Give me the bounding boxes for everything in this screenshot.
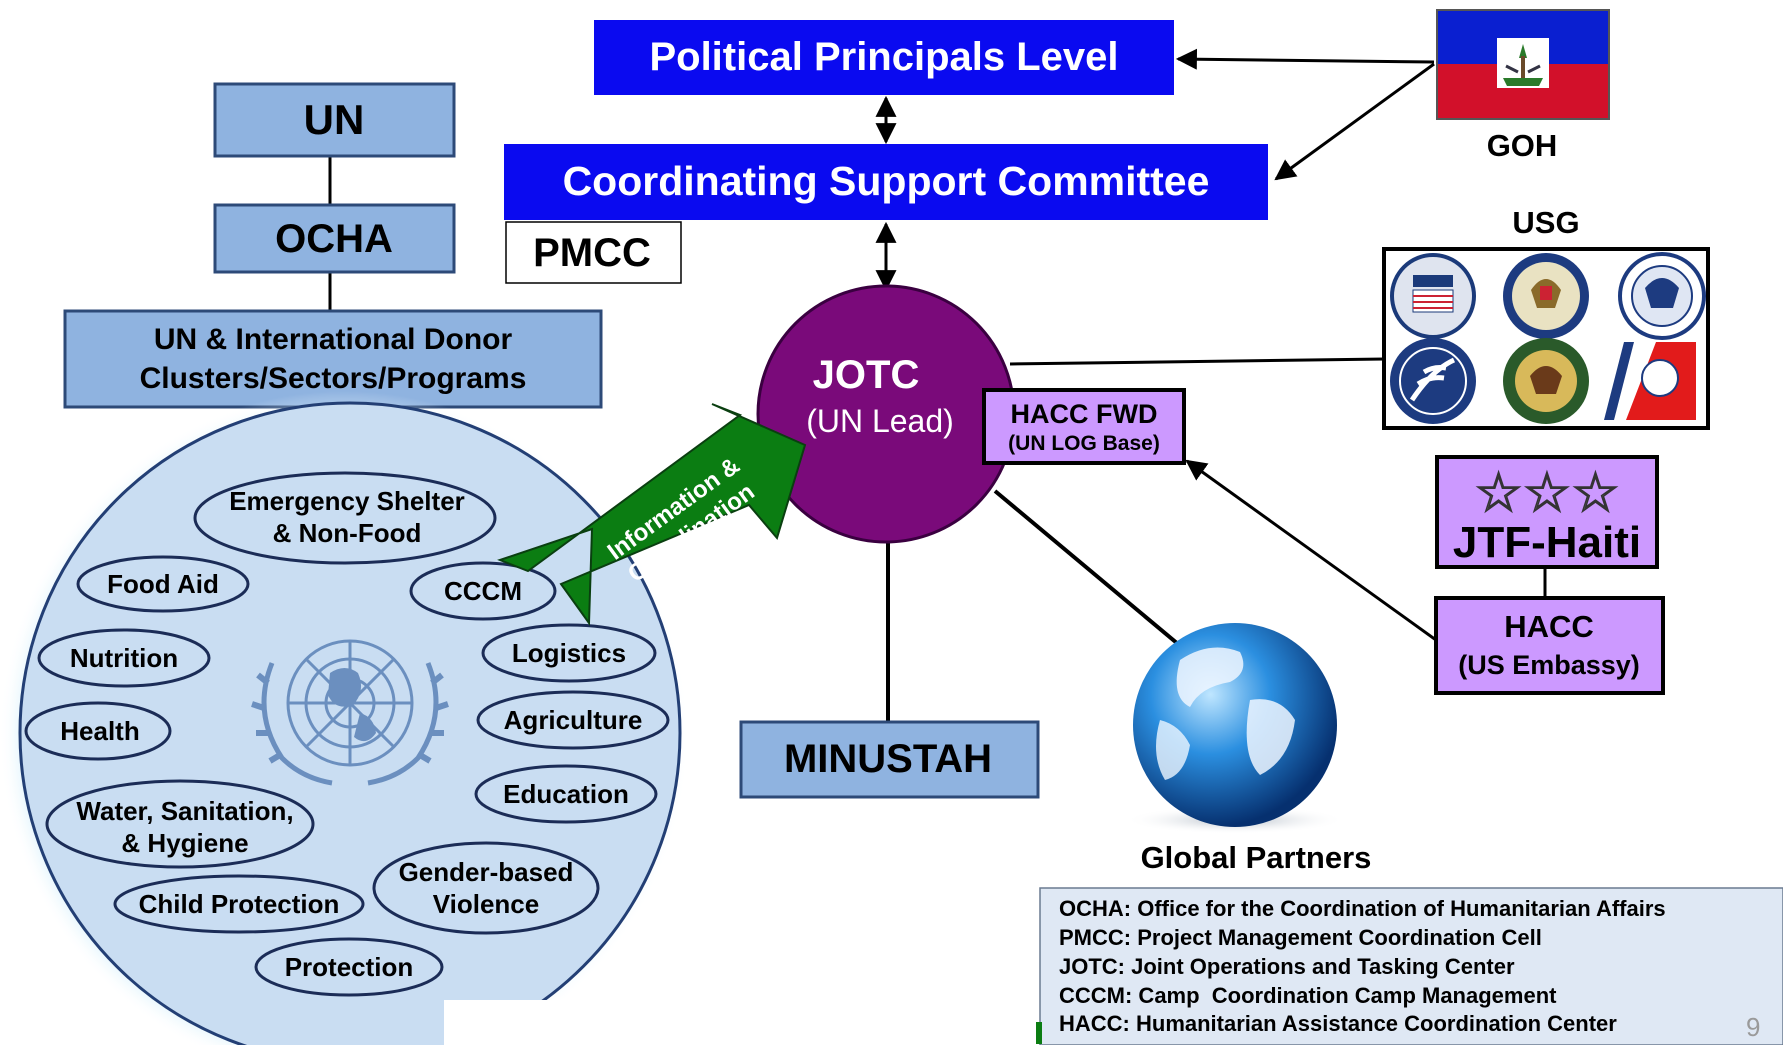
coordinating-support-box (504, 144, 1268, 220)
minustah-label: MINUSTAH (784, 737, 992, 781)
cluster-wash-line1: Water, Sanitation, (76, 796, 293, 826)
cluster-protection-label: Protection (285, 952, 414, 982)
cluster-wash-line2: & Hygiene (121, 828, 248, 858)
cluster-logistics-label: Logistics (512, 638, 626, 668)
legend-item-ocha: OCHA: Office for the Coordination of Hum… (1059, 896, 1666, 921)
hacc-fwd-title: HACC FWD (1011, 399, 1158, 429)
cluster-nutrition (37, 628, 211, 688)
jotc-title: JOTC (813, 353, 920, 397)
dhs-seal-icon (1618, 252, 1706, 340)
hacc-fwd-box (982, 388, 1186, 465)
cluster-child-protection (113, 874, 365, 934)
goh-csc-arrow (1274, 62, 1435, 181)
page-number: 9 (1746, 1012, 1760, 1042)
cluster-agriculture (476, 690, 670, 750)
white-cover-bottom (444, 1000, 884, 1045)
legend-item-jotc: JOTC: Joint Operations and Tasking Cente… (1059, 954, 1515, 979)
pmcc-label: PMCC (533, 231, 651, 275)
jotc-usg-line (1009, 357, 1386, 366)
cluster-logistics (481, 623, 657, 683)
cluster-nutrition-label: Nutrition (70, 643, 178, 673)
ocha-label: OCHA (275, 217, 393, 261)
coordinating-support-label: Coordinating Support Committee (563, 158, 1210, 204)
donor-box (63, 309, 603, 409)
legend-green-tick (1036, 1022, 1042, 1044)
dod-seal-icon (1503, 338, 1589, 424)
jotc-sub: (UN Lead) (806, 403, 954, 439)
cluster-gbv (372, 841, 600, 935)
cluster-cccm (409, 561, 557, 621)
cluster-food-aid (76, 555, 250, 613)
cluster-protection (254, 937, 444, 997)
hacc-title: HACC (1504, 609, 1594, 644)
jtf-haiti-box (1435, 455, 1659, 569)
political-principals-label: Political Principals Level (649, 35, 1118, 79)
cluster-gbv-line2: Violence (433, 889, 539, 919)
un-label: UN (304, 96, 365, 143)
hacc-box (1434, 596, 1665, 695)
usaid-seal-icon (1390, 253, 1476, 339)
goh-political-arrow (1175, 48, 1435, 70)
cluster-shelter-line1: Emergency Shelter (229, 486, 465, 516)
jotc-global-line (993, 489, 1180, 646)
cluster-cccm-label: CCCM (444, 576, 522, 606)
goh-label: GOH (1487, 128, 1558, 163)
legend-box (1039, 887, 1783, 1045)
cluster-child-protection-label: Child Protection (139, 889, 340, 919)
cluster-shelter (193, 471, 497, 565)
usg-label: USG (1512, 205, 1579, 240)
globe-icon (1125, 623, 1345, 834)
state-dept-seal-icon (1503, 253, 1589, 339)
donor-label-line2: Clusters/Sectors/Programs (140, 362, 527, 395)
legend-item-cccm: CCCM: Camp Coordination Camp Management (1059, 983, 1557, 1008)
coast-guard-icon (1604, 342, 1696, 420)
cluster-gbv-line1: Gender-based (399, 857, 574, 887)
cluster-shelter-line2: & Non-Food (273, 518, 422, 548)
cluster-wash (45, 779, 315, 869)
cluster-health-label: Health (60, 716, 139, 746)
hacc-fwd-sub: (UN LOG Base) (1008, 432, 1160, 455)
hhs-seal-icon (1390, 338, 1476, 424)
donor-label-line1: UN & International Donor (154, 323, 513, 356)
cluster-health (24, 701, 172, 761)
un-box (213, 82, 456, 158)
hacc-sub: (US Embassy) (1458, 650, 1640, 680)
legend-item-hacc: HACC: Humanitarian Assistance Coordinati… (1059, 1011, 1617, 1036)
ocha-box (213, 203, 456, 274)
political-principals-box (594, 20, 1174, 95)
cluster-education (474, 764, 658, 824)
minustah-box (739, 720, 1040, 799)
jtf-haiti-title: JTF-Haiti (1453, 518, 1641, 567)
cluster-education-label: Education (503, 779, 629, 809)
hacc-haccfwd-arrow (1185, 459, 1437, 642)
cluster-circle: Emergency Shelter & Non-Food Food Aid CC… (0, 391, 689, 1045)
legend-item-pmcc: PMCC: Project Management Coordination Ce… (1059, 925, 1542, 950)
un-emblem-icon (251, 639, 449, 786)
cluster-agriculture-label: Agriculture (504, 705, 643, 735)
star-icon: ☆☆☆ (1474, 461, 1619, 524)
global-partners-label: Global Partners (1141, 840, 1372, 875)
cluster-food-aid-label: Food Aid (107, 569, 219, 599)
connectors (328, 48, 1547, 722)
haiti-flag-icon (1436, 9, 1610, 120)
pmcc-box (505, 221, 682, 284)
